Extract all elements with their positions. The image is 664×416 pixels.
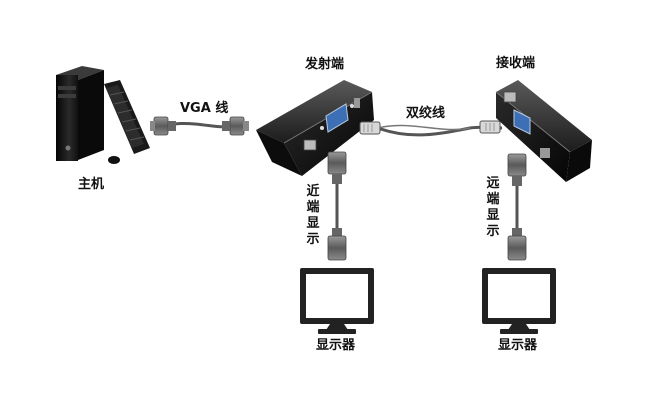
vga-connector-right [222,116,249,136]
mouse [108,156,120,164]
rj45-plug-left [359,121,381,135]
receiver-label: 接收端 [496,56,536,71]
vga-port-icon [513,109,531,135]
monitor-left-label: 显示器 [316,338,356,353]
vga-cable-label: VGA 线 [180,101,229,116]
host-label: 主机 [78,177,105,192]
transmitter-label: 发射端 [305,57,345,72]
host-computer [56,66,150,164]
vga-port-icon [320,103,354,133]
receiver-box [495,80,592,182]
monitor-right-label: 显示器 [498,338,538,353]
twisted-pair-cable [359,120,503,137]
audio-port-icon [354,98,360,108]
rj45-plug-right [479,120,501,134]
vga-connector-left [150,116,176,136]
rj45-port-icon [503,91,517,103]
far-display-label: 远端显示 [486,176,500,239]
usb-port-icon [540,148,550,158]
pc-tower [56,66,104,161]
keyboard [104,80,150,154]
vga-cable [150,116,249,136]
monitor-right [482,268,556,334]
far-display-cable [507,153,527,261]
transmitter-box [256,80,374,176]
twisted-pair-label: 双绞线 [406,106,446,121]
rj45-port-icon [303,139,317,151]
near-display-cable [327,151,347,261]
monitor-left [300,268,374,334]
near-display-label: 近端显示 [306,184,320,247]
